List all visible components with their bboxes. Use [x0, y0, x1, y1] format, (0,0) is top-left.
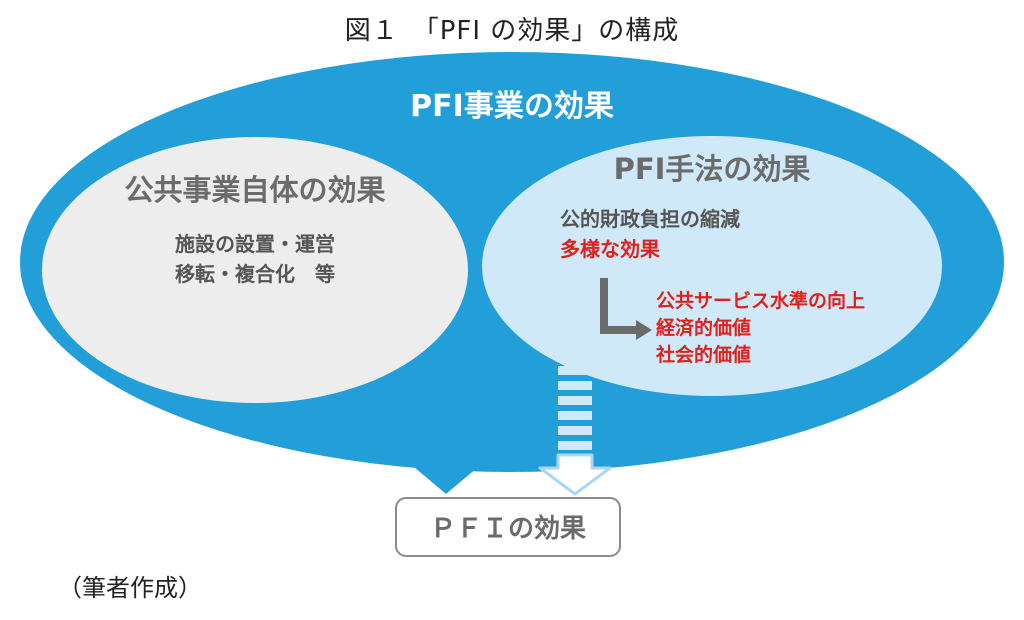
- sub-item-1: 公共サービス水準の向上: [656, 289, 865, 312]
- arrow-down-solid-icon: [408, 440, 484, 494]
- outer-ellipse-label: PFI事業の効果: [410, 89, 614, 124]
- source-note: （筆者作成）: [58, 574, 202, 602]
- left-ellipse-body-line-2: 移転・複合化 等: [175, 262, 335, 286]
- result-box: [395, 497, 621, 557]
- figure-title: 図１ 「PFI の効果」の構成: [344, 16, 680, 46]
- right-ellipse-title: PFI手法の効果: [614, 152, 811, 186]
- dashed-arrow-stripes: [558, 366, 592, 450]
- left-ellipse: [42, 137, 468, 403]
- left-ellipse-body-line-1: 施設の設置・運営: [175, 232, 335, 256]
- elbow-arrow-right-icon: [600, 278, 652, 340]
- arrow-down-outline-icon: [538, 453, 612, 496]
- right-ellipse-item-highlight: 多様な効果: [560, 237, 660, 261]
- left-ellipse-title: 公共事業自体の効果: [124, 173, 385, 207]
- result-box-label: ＰＦＩの効果: [430, 513, 586, 544]
- right-ellipse-item-plain: 公的財政負担の縮減: [560, 207, 740, 231]
- sub-item-2: 経済的価値: [656, 316, 751, 339]
- sub-item-3: 社会的価値: [655, 343, 751, 366]
- right-ellipse: [482, 136, 942, 396]
